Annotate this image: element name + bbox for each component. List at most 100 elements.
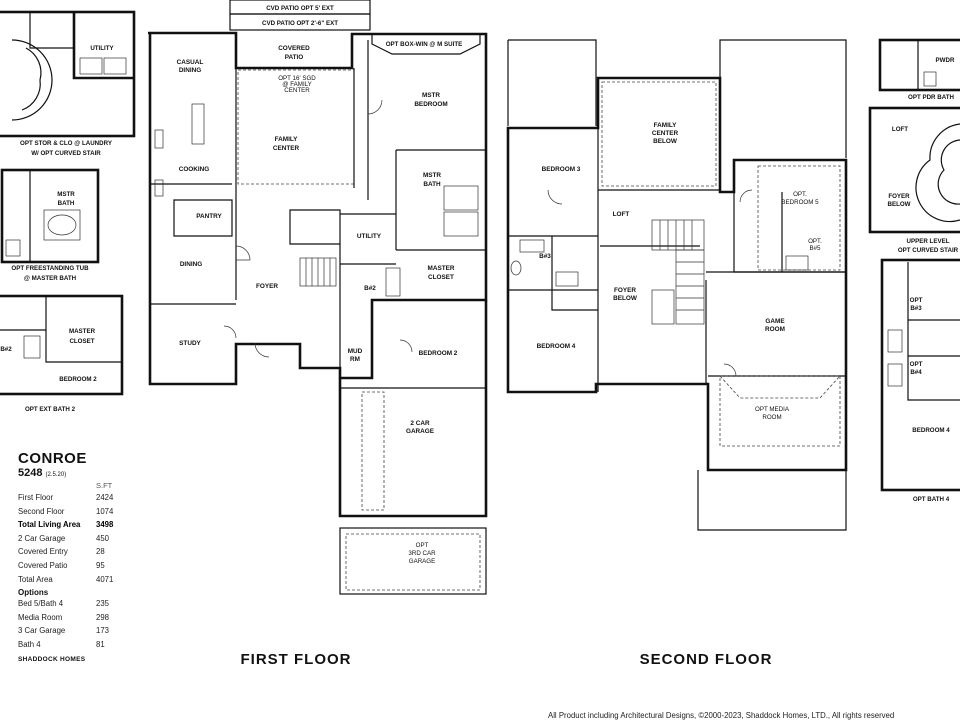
opt-media-label-2: ROOM <box>762 414 781 421</box>
area-label: First Floor <box>18 493 54 502</box>
area-row: Covered Patio 95 <box>18 559 136 573</box>
inset-ext-bath: MASTER CLOSET B#2 BEDROOM 2 OPT EXT BATH… <box>0 294 124 413</box>
bath4-bedroom-label: BEDROOM 4 <box>912 427 950 434</box>
master-closet-label-2: CLOSET <box>428 274 454 281</box>
mstr-bath-label-1: MSTR <box>423 172 441 179</box>
family-below-label-3: BELOW <box>653 138 678 145</box>
opt-sgd-label-3: CENTER <box>284 87 310 94</box>
cvd-patio-26-label: CVD PATIO OPT 2'-6" EXT <box>262 20 338 27</box>
bath3-label: B#3 <box>539 253 551 260</box>
opt-3rd-label-1: OPT <box>416 542 429 549</box>
option-value: 173 <box>96 626 110 636</box>
casual-dining-label-1: CASUAL <box>177 59 204 66</box>
option-value: 235 <box>96 599 110 609</box>
copyright-notice: All Product including Architectural Desi… <box>548 711 895 720</box>
first-floor: CVD PATIO OPT 5' EXT CVD PATIO OPT 2'-6"… <box>148 0 488 595</box>
garage-label-1: 2 CAR <box>410 420 430 427</box>
covered-patio-label-1: COVERED <box>278 45 310 52</box>
mstr-bath-label-2: BATH <box>423 181 441 188</box>
opt-box-win-label: OPT BOX-WIN @ M SUITE <box>386 41 463 48</box>
laundry-inset-caption-1: OPT STOR & CLO @ LAUNDRY <box>20 140 113 147</box>
option-label: 3 Car Garage <box>18 626 66 636</box>
tub-inset-room-1: MSTR <box>57 191 75 198</box>
ext-closet-2: CLOSET <box>69 338 94 345</box>
opt-media-label-1: OPT MEDIA <box>755 406 790 413</box>
bath4-b4-label-1: OPT <box>910 361 923 368</box>
option-row: Media Room 298 <box>18 611 136 625</box>
curved-foyer-label-2: BELOW <box>887 201 910 208</box>
opt-b5-label-1: OPT. <box>808 238 822 245</box>
option-row: Bed 5/Bath 4 235 <box>18 597 136 611</box>
plan-name: CONROE <box>18 450 87 467</box>
inset-freestanding-tub: MSTR BATH OPT FREESTANDING TUB @ MASTER … <box>0 168 100 282</box>
bath4-b3-label-2: B#3 <box>910 305 922 312</box>
second-floor: FAMILY CENTER BELOW BEDROOM 3 OPT. BEDRO… <box>506 39 848 531</box>
tub-inset-room-2: BATH <box>58 200 75 207</box>
area-value: 95 <box>96 560 105 570</box>
tub-inset-caption-1: OPT FREESTANDING TUB <box>11 265 89 272</box>
covered-patio-label-2: PATIO <box>285 54 304 61</box>
bath4-b3-label-1: OPT <box>910 297 923 304</box>
option-row: 3 Car Garage 173 <box>18 624 136 638</box>
first-floor-title: FIRST FLOOR <box>241 651 352 668</box>
cvd-patio-5-label: CVD PATIO OPT 5' EXT <box>266 5 334 12</box>
ext-bedroom2: BEDROOM 2 <box>59 376 97 383</box>
area-label: Second Floor <box>18 506 65 516</box>
ext-bath-caption: OPT EXT BATH 2 <box>25 406 76 413</box>
area-label: Total Living Area <box>18 520 81 530</box>
area-row: Total Area 4071 <box>18 573 136 587</box>
area-row: Covered Entry 28 <box>18 545 136 559</box>
opt-sgd-label-2: @ FAMILY <box>282 81 312 88</box>
foyer-below-label-1: FOYER <box>614 287 636 294</box>
area-row: First Floor 2424 <box>18 491 136 505</box>
bath2-label: B#2 <box>364 285 376 292</box>
dining-label: DINING <box>180 261 202 268</box>
area-value: 4071 <box>96 574 114 584</box>
curved-caption-2: OPT CURVED STAIR <box>898 247 959 254</box>
area-value: 28 <box>96 547 105 557</box>
opt-bedroom5-label-1: OPT. <box>793 191 807 198</box>
option-label: Bath 4 <box>18 639 41 649</box>
area-label: Total Area <box>18 574 53 584</box>
bedroom3-label: BEDROOM 3 <box>542 166 581 173</box>
curved-foyer-label-1: FOYER <box>888 193 910 200</box>
area-label: Covered Entry <box>18 547 68 557</box>
opt-sgd-label-1: OPT 16' SGD <box>278 75 316 82</box>
option-value: 81 <box>96 639 105 649</box>
area-label: Covered Patio <box>18 560 68 570</box>
ext-closet-1: MASTER <box>69 328 96 335</box>
option-label: Bed 5/Bath 4 <box>18 599 64 609</box>
bedroom2-label: BEDROOM 2 <box>419 350 458 357</box>
cooking-label: COOKING <box>179 166 210 173</box>
bath4-b4-label-2: B#4 <box>910 369 922 376</box>
pwdr-label: PWDR <box>936 57 955 64</box>
ext-b2: B#2 <box>0 346 12 353</box>
opt-3rd-label-3: GARAGE <box>409 558 435 565</box>
tub-inset-caption-2: @ MASTER BATH <box>24 275 77 282</box>
laundry-inset-caption-2: W/ OPT CURVED STAIR <box>31 150 101 157</box>
sqft-header: S.FT <box>96 481 113 490</box>
inset-pdr-bath: PWDR OPT PDR BATH <box>878 38 960 101</box>
curved-loft-label: LOFT <box>892 126 908 133</box>
foyer-below-label-2: BELOW <box>613 295 638 302</box>
family-below-label-2: CENTER <box>652 130 679 137</box>
foyer-label: FOYER <box>256 283 278 290</box>
mud-room-label-1: MUD <box>348 348 363 355</box>
opt-bedroom5-label-2: BEDROOM 5 <box>781 199 819 206</box>
area-label: 2 Car Garage <box>18 533 66 543</box>
option-label: Media Room <box>18 612 63 622</box>
plan-number-line: 5248 (2.5.20) <box>18 467 136 479</box>
option-value: 298 <box>96 612 110 622</box>
opt-3rd-label-2: 3RD CAR <box>408 550 436 557</box>
opt-b5-label-2: B#5 <box>809 245 821 252</box>
plan-number: 5248 <box>18 467 43 479</box>
area-value: 2424 <box>96 493 114 502</box>
area-value: 450 <box>96 533 110 543</box>
area-row: 2 Car Garage 450 <box>18 532 136 546</box>
garage-label-2: GARAGE <box>406 428 435 435</box>
pdr-caption: OPT PDR BATH <box>908 94 954 101</box>
bath4-caption: OPT BATH 4 <box>913 496 950 503</box>
inset-bath4: OPT B#3 OPT B#4 BEDROOM 4 OPT BATH 4 <box>880 258 960 503</box>
plan-revision: (2.5.20) <box>45 472 67 478</box>
builder-name: SHADDOCK HOMES <box>18 655 86 663</box>
